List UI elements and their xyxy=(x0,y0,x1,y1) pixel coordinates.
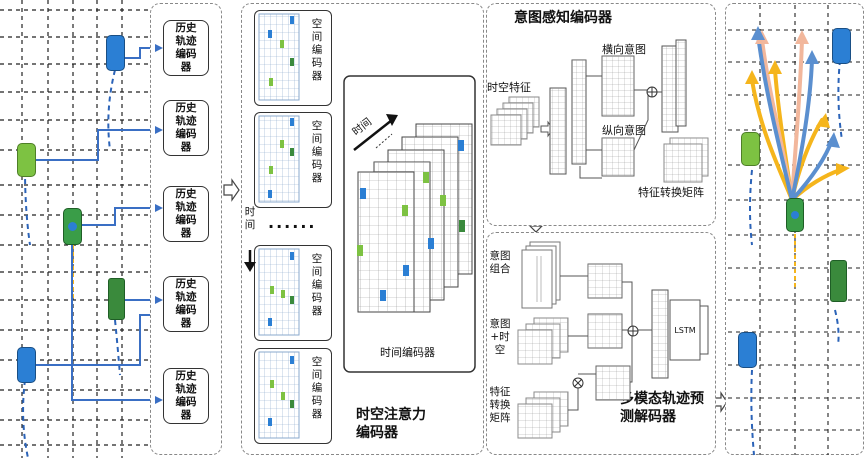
blue-car xyxy=(17,347,36,383)
spatial-encoder-label-1: 空间编码器 xyxy=(311,18,323,82)
history-encoder-5: 历史轨迹编码器 xyxy=(163,368,209,424)
spatial-encoder-label-2: 空间编码器 xyxy=(311,120,323,184)
green-car xyxy=(17,143,36,177)
spatial-encoder-label-4: 空间编码器 xyxy=(311,356,323,420)
dark-green-truck xyxy=(108,278,125,320)
history-encoder-1: 历史轨迹编码器 xyxy=(163,20,209,76)
feature-transform-label: 特征转换矩阵 xyxy=(638,186,704,199)
blue-car xyxy=(738,332,757,368)
intent-combination-label: 意图组合 xyxy=(489,250,511,275)
st-feature-label: 时空特征 xyxy=(487,81,531,94)
dark-green-truck xyxy=(830,260,847,302)
intent-title: 意图感知编码器 xyxy=(514,10,612,26)
ego-car xyxy=(63,208,82,245)
st-attention-title: 时空注意力编码器 xyxy=(356,407,426,441)
left-road-scene xyxy=(0,0,160,458)
lstm-label: LSTM xyxy=(674,326,696,335)
green-car xyxy=(741,132,760,166)
history-encoder-4: 历史轨迹编码器 xyxy=(163,276,209,332)
blue-car xyxy=(106,35,125,71)
longitudinal-intent-label: 纵向意图 xyxy=(602,124,646,137)
temporal-encoder-label: 时间编码器 xyxy=(380,346,435,359)
feature-transform-short-label: 特征转换矩阵 xyxy=(489,386,511,424)
intent-plus-st-label: 意图+时空 xyxy=(489,318,511,356)
decoder-title: 多模态轨迹预测解码器 xyxy=(620,391,704,425)
time-axis-label: 时间 xyxy=(244,206,256,231)
blue-car xyxy=(832,28,851,64)
history-encoder-3: 历史轨迹编码器 xyxy=(163,186,209,242)
lateral-intent-label: 横向意图 xyxy=(602,43,646,56)
spatial-encoder-label-3: 空间编码器 xyxy=(311,253,323,317)
ego-car xyxy=(786,198,804,232)
history-encoder-2: 历史轨迹编码器 xyxy=(163,100,209,156)
ellipsis: ...... xyxy=(268,213,317,232)
